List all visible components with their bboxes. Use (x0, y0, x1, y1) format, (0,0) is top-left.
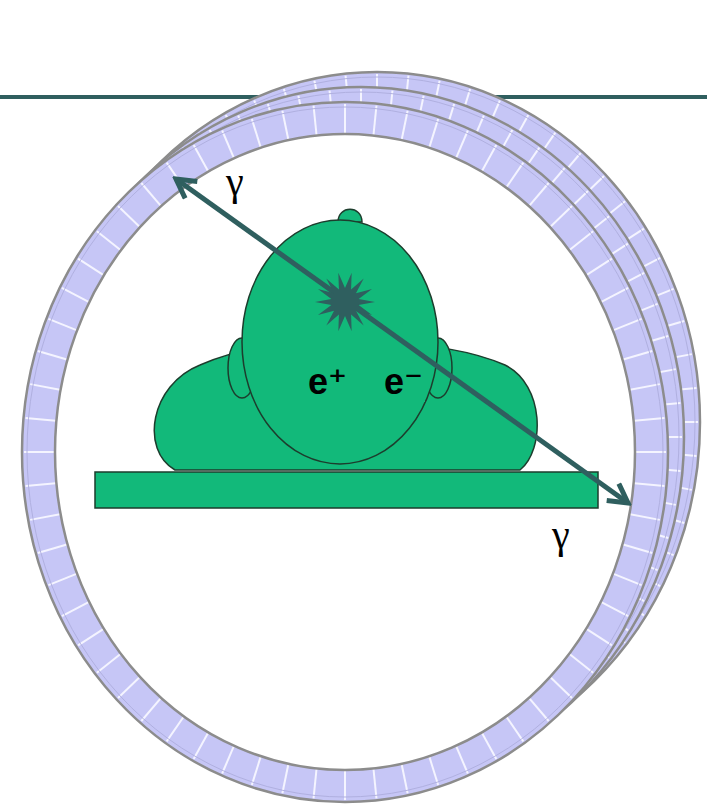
particle-label: e⁻ (382, 362, 425, 402)
detector-block-edge (62, 601, 91, 616)
detector-block-edge (373, 106, 376, 138)
detector-block-edge (611, 319, 641, 331)
detector-block-edge (24, 451, 57, 453)
detector-block-edge (549, 675, 572, 698)
detector-block-edge (373, 766, 376, 798)
detector-block-edge (30, 384, 62, 390)
detector-block-edge (568, 652, 594, 672)
ring-rim (27, 107, 663, 797)
detector-block-edge (429, 119, 439, 150)
detector-block-edge (26, 418, 59, 421)
detector-block-edge (30, 514, 62, 520)
detector-block-edge (455, 744, 468, 774)
detector-block-edge (62, 288, 91, 303)
detector-block-edge (505, 163, 523, 190)
detector-block-edge (78, 628, 105, 646)
ring-outer (22, 102, 668, 802)
detector-ring (22, 102, 668, 802)
particle-label: e⁺ (308, 362, 347, 402)
detector-block-edge (621, 351, 653, 360)
patient (95, 209, 598, 508)
head (242, 220, 438, 464)
detector-block-edge (344, 768, 346, 800)
detector-block-edge (222, 744, 235, 774)
detector-block-edge (118, 675, 141, 698)
detector-block-edge (97, 652, 123, 672)
detector-block-edge (401, 111, 407, 142)
ring-bore (55, 134, 635, 770)
detector-block-edge (621, 544, 653, 553)
detector-block-edge (632, 418, 665, 421)
detector-block-edge (141, 696, 162, 721)
detector-block-edge (611, 573, 641, 585)
detector-block-edge (528, 183, 549, 208)
detector-block-edge (584, 259, 611, 277)
detector-block-edge (118, 206, 141, 229)
detector-block-edge (282, 111, 288, 142)
detector-block-edge (78, 259, 105, 277)
detector-block-edge (568, 231, 594, 251)
detector-block-edge (194, 145, 210, 173)
detector-block-edge (167, 715, 185, 742)
detector-block-edge (38, 351, 70, 360)
detector-block-edge (481, 145, 497, 173)
detector-block-edge (194, 731, 210, 759)
detector-block-edge (632, 483, 665, 486)
detector-block-edge (549, 206, 572, 229)
detector-block-edge (505, 715, 523, 742)
detector-rings (22, 72, 700, 802)
detector-block-edge (252, 754, 262, 785)
detector-block-edge (97, 231, 123, 251)
detector-block-edge (627, 384, 659, 390)
detector-block-edge (528, 696, 549, 721)
detector-block-edge (481, 731, 497, 759)
photon-label: γ (226, 160, 244, 204)
detector-block-edge (633, 451, 666, 453)
detector-block-edge (222, 130, 235, 160)
gamma-ray-arrow (176, 179, 628, 503)
detector-block-edge (344, 104, 346, 136)
detector-block-edge (314, 106, 317, 138)
detector-block-edge (599, 288, 628, 303)
detector-block-edge (282, 762, 288, 793)
detector-block-edge (599, 601, 628, 616)
detector-block-edge (455, 130, 468, 160)
annihilation-burst (315, 273, 375, 331)
detector-block-edge (429, 754, 439, 785)
detector-block-edge (584, 628, 611, 646)
detector-block-edge (38, 544, 70, 553)
photon-label: γ (552, 513, 570, 557)
detector-block-edge (48, 573, 78, 585)
detector-block-edge (627, 514, 659, 520)
detector-block-edge (141, 183, 162, 208)
patient-table (95, 472, 598, 508)
detector-block-edge (26, 483, 59, 486)
detector-block-edge (314, 766, 317, 798)
detector-block-edge (401, 762, 407, 793)
detector-block-edge (252, 119, 262, 150)
detector-block-edge (48, 319, 78, 331)
